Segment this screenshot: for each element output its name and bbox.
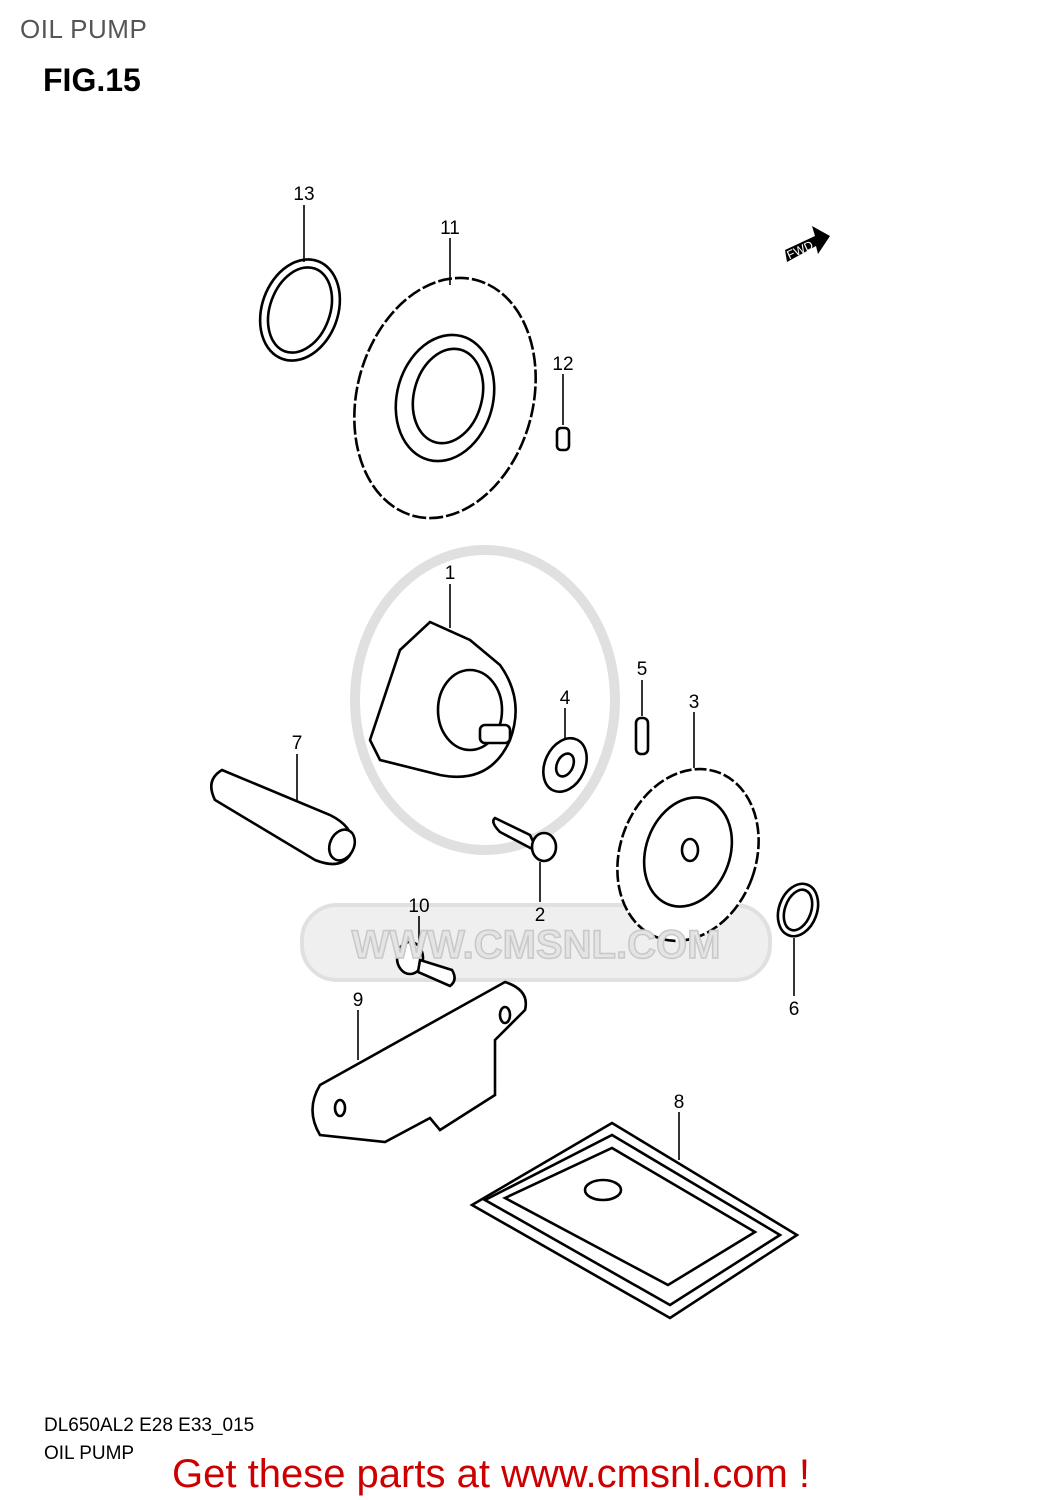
part-11-gear xyxy=(353,238,537,520)
part-3-gear xyxy=(616,712,760,943)
watermark-text: WWW.CMSNL.COM xyxy=(352,923,721,967)
callout-13: 13 xyxy=(293,184,314,205)
figure-number: FIG.15 xyxy=(43,62,141,98)
callout-1: 1 xyxy=(445,563,456,584)
part-7-shaft xyxy=(210,754,357,866)
page-title: OIL PUMP xyxy=(20,14,148,44)
diagram-code: DL650AL2 E28 E33_015 xyxy=(44,1415,255,1436)
part-2-bolt xyxy=(492,816,558,902)
part-10-bolt xyxy=(395,916,456,988)
callout-7: 7 xyxy=(292,733,303,754)
callout-3: 3 xyxy=(689,692,700,713)
callout-8: 8 xyxy=(674,1092,685,1113)
callout-labels: 13 11 12 1 5 4 3 7 10 2 9 6 8 xyxy=(292,184,800,1113)
callout-9: 9 xyxy=(353,990,364,1011)
part-5-pin xyxy=(634,680,650,756)
part-8-oil-strainer xyxy=(469,1112,800,1320)
part-4-washer xyxy=(542,708,588,794)
callout-11: 11 xyxy=(440,218,460,239)
promo-link[interactable]: Get these parts at www.cmsnl.com ! xyxy=(172,1452,810,1496)
callout-2: 2 xyxy=(535,905,546,926)
callout-4: 4 xyxy=(560,688,571,709)
callout-10: 10 xyxy=(408,896,429,917)
callout-5: 5 xyxy=(637,659,648,680)
forward-arrow-icon: FWD xyxy=(785,226,830,262)
part-9-gasket xyxy=(311,980,528,1144)
part-1-oil-pump-body xyxy=(368,584,517,779)
part-13-circlip xyxy=(258,205,342,362)
part-12-pin xyxy=(555,374,571,452)
callout-12: 12 xyxy=(552,354,573,375)
callout-6: 6 xyxy=(789,999,800,1020)
svg-text:FWD: FWD xyxy=(785,238,816,262)
diagram-subtitle: OIL PUMP xyxy=(44,1443,135,1464)
part-6-circlip xyxy=(776,882,820,996)
